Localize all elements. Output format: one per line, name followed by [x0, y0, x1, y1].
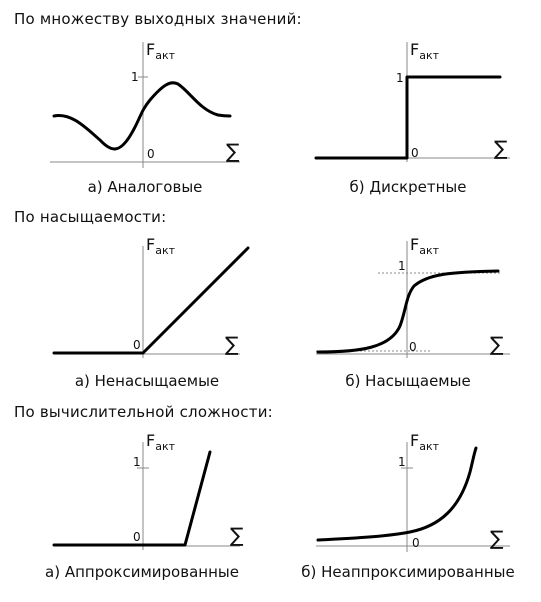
x-axis-sigma-label: ∑ — [226, 139, 240, 163]
section-heading-output-values: По множеству выходных значений: — [14, 10, 302, 28]
tick-label-zero: 0 — [412, 536, 420, 550]
tick-label-zero: 0 — [411, 146, 419, 160]
tick-label-zero: 0 — [133, 338, 141, 352]
y-axis-label: Fакт — [410, 235, 440, 257]
graph-discrete: Fакт 1 0 ∑ — [314, 40, 510, 162]
caption-analog: а) Аналоговые — [87, 178, 203, 196]
approximated-curve — [52, 450, 212, 547]
relu-curve — [52, 246, 250, 355]
y-axis-label: Fакт — [146, 235, 176, 257]
tick-label-zero: 0 — [409, 340, 417, 354]
caption-approximated: а) Аппроксимированные — [45, 563, 239, 581]
y-axis-label: Fакт — [410, 431, 440, 453]
tick-label-zero: 0 — [133, 530, 141, 544]
graph-analog: Fакт 1 0 ∑ — [50, 40, 240, 168]
tick-label-one: 1 — [396, 71, 404, 85]
y-axis-label: Fакт — [410, 40, 440, 62]
graph-non-approximated: Fакт 1 0 ∑ — [316, 431, 510, 552]
tick-label-one: 1 — [131, 70, 139, 84]
graph-non-saturating: Fакт 0 ∑ — [52, 235, 250, 358]
caption-non-approximated: б) Неаппроксимированные — [301, 563, 515, 581]
caption-discrete: б) Дискретные — [349, 178, 467, 196]
x-axis-sigma-label: ∑ — [494, 136, 508, 160]
graph-approximated: Fакт 1 0 ∑ — [52, 431, 244, 550]
x-axis-sigma-label: ∑ — [490, 526, 504, 550]
graph-saturating: Fакт 1 0 ∑ — [316, 235, 510, 358]
y-axis-label: Fакт — [146, 40, 176, 62]
caption-saturating: б) Насыщаемые — [345, 372, 471, 390]
exponential-curve — [316, 446, 478, 542]
x-axis-sigma-label: ∑ — [490, 332, 504, 356]
analog-curve — [52, 81, 232, 151]
caption-non-saturating: а) Ненасыщаемые — [74, 372, 220, 390]
tick-label-one: 1 — [398, 259, 406, 273]
step-curve — [314, 75, 502, 160]
sigmoid-curve — [316, 269, 500, 354]
section-heading-complexity: По вычислительной сложности: — [14, 403, 273, 421]
x-axis-sigma-label: ∑ — [230, 523, 244, 547]
tick-label-zero: 0 — [147, 147, 155, 161]
y-axis-label: Fакт — [146, 431, 176, 453]
x-axis-sigma-label: ∑ — [225, 332, 239, 356]
section-heading-saturation: По насыщаемости: — [14, 208, 167, 226]
tick-label-one: 1 — [133, 455, 141, 469]
tick-label-one: 1 — [398, 455, 406, 469]
